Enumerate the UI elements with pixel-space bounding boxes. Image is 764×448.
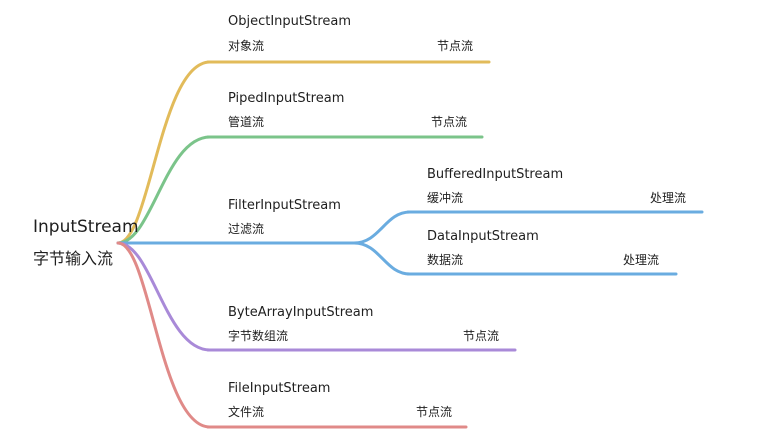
connector-bytearray — [116, 241, 212, 352]
branch-bytearray-title: ByteArrayInputStream — [228, 305, 374, 320]
branch-buffered-tag: 处理流 — [650, 191, 687, 205]
branch-data-title: DataInputStream — [427, 229, 539, 244]
branch-object-desc: 对象流 — [228, 39, 265, 53]
connector-buffered — [352, 210, 412, 245]
branch-file-tag: 节点流 — [416, 405, 453, 419]
branch-piped-desc: 管道流 — [228, 115, 265, 129]
branch-bytearray-desc: 字节数组流 — [228, 329, 289, 343]
connector-file — [116, 241, 212, 429]
root-subtitle: 字节输入流 — [33, 249, 114, 268]
branch-file-desc: 文件流 — [228, 405, 265, 419]
branch-piped-title: PipedInputStream — [228, 91, 345, 106]
branch-file-title: FileInputStream — [228, 381, 331, 396]
branch-filter-title: FilterInputStream — [228, 198, 341, 213]
branch-object-tag: 节点流 — [437, 39, 474, 53]
connector-data — [352, 241, 412, 276]
branch-data-desc: 数据流 — [427, 253, 464, 267]
connector-piped — [116, 135, 212, 245]
branch-data-tag: 处理流 — [623, 253, 660, 267]
branch-filter-desc: 过滤流 — [228, 222, 265, 236]
root-title: InputStream — [33, 217, 139, 237]
branch-piped-tag: 节点流 — [431, 115, 468, 129]
branch-buffered-desc: 缓冲流 — [427, 191, 464, 205]
branch-buffered-title: BufferedInputStream — [427, 167, 564, 182]
branch-bytearray-tag: 节点流 — [463, 329, 500, 343]
branch-object-title: ObjectInputStream — [228, 14, 352, 29]
connector-object — [116, 60, 212, 245]
